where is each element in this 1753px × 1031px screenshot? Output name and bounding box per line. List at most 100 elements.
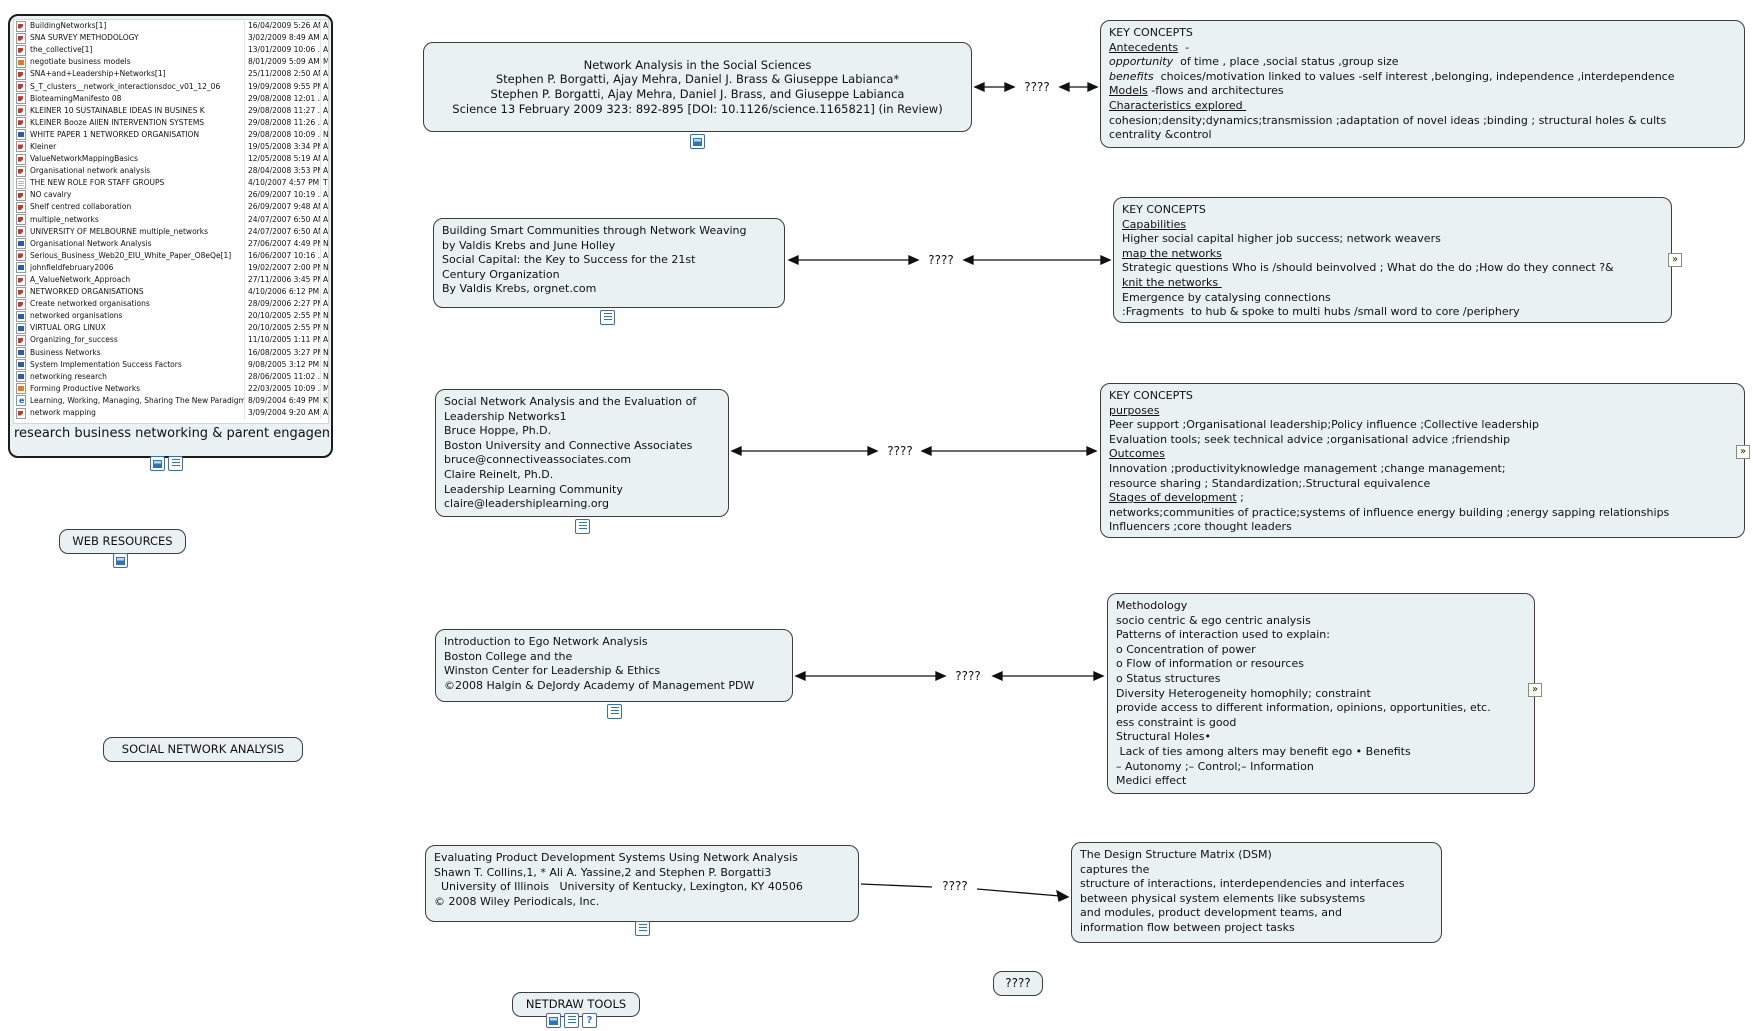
concept-node-web-resources[interactable]: WEB RESOURCES: [59, 529, 186, 554]
file-row[interactable]: S_T_clusters__network_interactionsdoc_v0…: [14, 80, 328, 93]
file-name: multiple_networks: [30, 214, 99, 224]
file-date: 3/02/2009 8:49 AM: [244, 32, 320, 45]
panel-resource-icons: [150, 456, 183, 471]
file-type-letter: N: [320, 261, 328, 274]
document-resource-icon[interactable]: [635, 921, 650, 936]
node-label: WEB RESOURCES: [72, 534, 173, 548]
file-name: SNA SURVEY METHODOLOGY: [30, 33, 139, 43]
panel-caption: research business networking & parent en…: [14, 426, 329, 441]
file-name: System Implementation Success Factors: [30, 359, 182, 369]
file-type-letter: A: [320, 189, 328, 202]
picture-resource-icon[interactable]: [546, 1013, 561, 1028]
document-resource-icon[interactable]: [600, 310, 615, 325]
file-type-icon-pdf: [16, 68, 26, 80]
linking-phrase[interactable]: ????: [1024, 80, 1050, 94]
file-row[interactable]: SNA+and+Leadership+Networks[1]25/11/2008…: [14, 68, 328, 81]
concept-node-social-network-analysis[interactable]: SOCIAL NETWORK ANALYSIS: [103, 737, 303, 762]
concept-node-article3[interactable]: Social Network Analysis and the Evaluati…: [435, 389, 729, 517]
picture-resource-icon[interactable]: [690, 134, 705, 149]
file-type-letter: A: [320, 32, 328, 45]
document-resource-icon[interactable]: [607, 704, 622, 719]
file-type-icon-pdf: [16, 201, 26, 213]
linking-phrase[interactable]: ????: [955, 669, 981, 683]
linking-phrase[interactable]: ????: [942, 879, 968, 893]
file-type-icon-pdf: [16, 117, 26, 129]
file-row[interactable]: NETWORKED ORGANISATIONS 4/10/2006 6:12 PM…: [14, 286, 328, 299]
file-type-letter: N: [320, 370, 328, 383]
jump-icon[interactable]: [1668, 253, 1682, 267]
file-row[interactable]: the_collective[1]13/01/2009 10:06 ...A: [14, 44, 328, 57]
file-type-icon-doc: [16, 371, 26, 383]
concept-node-unnamed[interactable]: ????: [993, 971, 1043, 996]
document-resource-icon[interactable]: [564, 1013, 579, 1028]
concept-node-dsm[interactable]: The Design Structure Matrix (DSM)capture…: [1071, 842, 1442, 943]
document-resource-icon[interactable]: [168, 456, 183, 471]
file-type-icon-pdf: [16, 286, 26, 298]
file-name: SNA+and+Leadership+Networks[1]: [30, 69, 166, 79]
file-date: 26/09/2007 10:19 ...: [244, 189, 320, 202]
file-type-letter: A: [320, 225, 328, 238]
picture-resource-icon[interactable]: [113, 553, 128, 568]
file-name: WHITE PAPER 1 NETWORKED ORGANISATION: [30, 129, 200, 139]
help-resource-icon[interactable]: [582, 1013, 597, 1028]
file-row[interactable]: KLEINER Booze AllEN INTERVENTION SYSTEMS…: [14, 116, 328, 129]
file-date: 4/10/2006 6:12 PM: [244, 286, 320, 299]
concept-node-article2[interactable]: Building Smart Communities through Netwo…: [433, 218, 785, 308]
file-name: NETWORKED ORGANISATIONS: [30, 287, 144, 297]
file-date: 24/07/2007 6:50 AM: [244, 225, 320, 238]
picture-resource-icon[interactable]: [150, 456, 165, 471]
document-resource-icon[interactable]: [575, 519, 590, 534]
file-row[interactable]: Learning, Working, Managing, Sharing The…: [14, 394, 328, 407]
file-type-icon-pdf: [16, 32, 26, 44]
web-resources-icons: [113, 553, 128, 568]
jump-icon[interactable]: [1528, 683, 1542, 697]
file-type-icon-doc: [16, 238, 26, 250]
file-row[interactable]: KLEINER 10 SUSTAINABLE IDEAS IN BUSINES …: [14, 104, 328, 117]
concept-node-product-dev[interactable]: Evaluating Product Development Systems U…: [425, 845, 859, 922]
file-type-letter: A: [320, 92, 328, 105]
file-type-icon-pdf: [16, 153, 26, 165]
linking-phrase[interactable]: ????: [887, 444, 913, 458]
file-type-icon-doc: [16, 129, 26, 141]
file-row[interactable]: UNIVERSITY OF MELBOURNE multiple_network…: [14, 225, 328, 238]
file-date: 26/09/2007 9:48 AM: [244, 201, 320, 214]
linking-phrase[interactable]: ????: [928, 253, 954, 267]
jump-icon[interactable]: [1736, 445, 1750, 459]
file-type-letter: A: [320, 68, 328, 81]
product-dev-resource-icons: [635, 921, 650, 936]
file-date: 19/09/2008 9:55 PM: [244, 80, 320, 93]
file-type-letter: T: [320, 177, 328, 190]
file-row[interactable]: Serious_Business_Web20_EIU_White_Paper_O…: [14, 249, 328, 262]
